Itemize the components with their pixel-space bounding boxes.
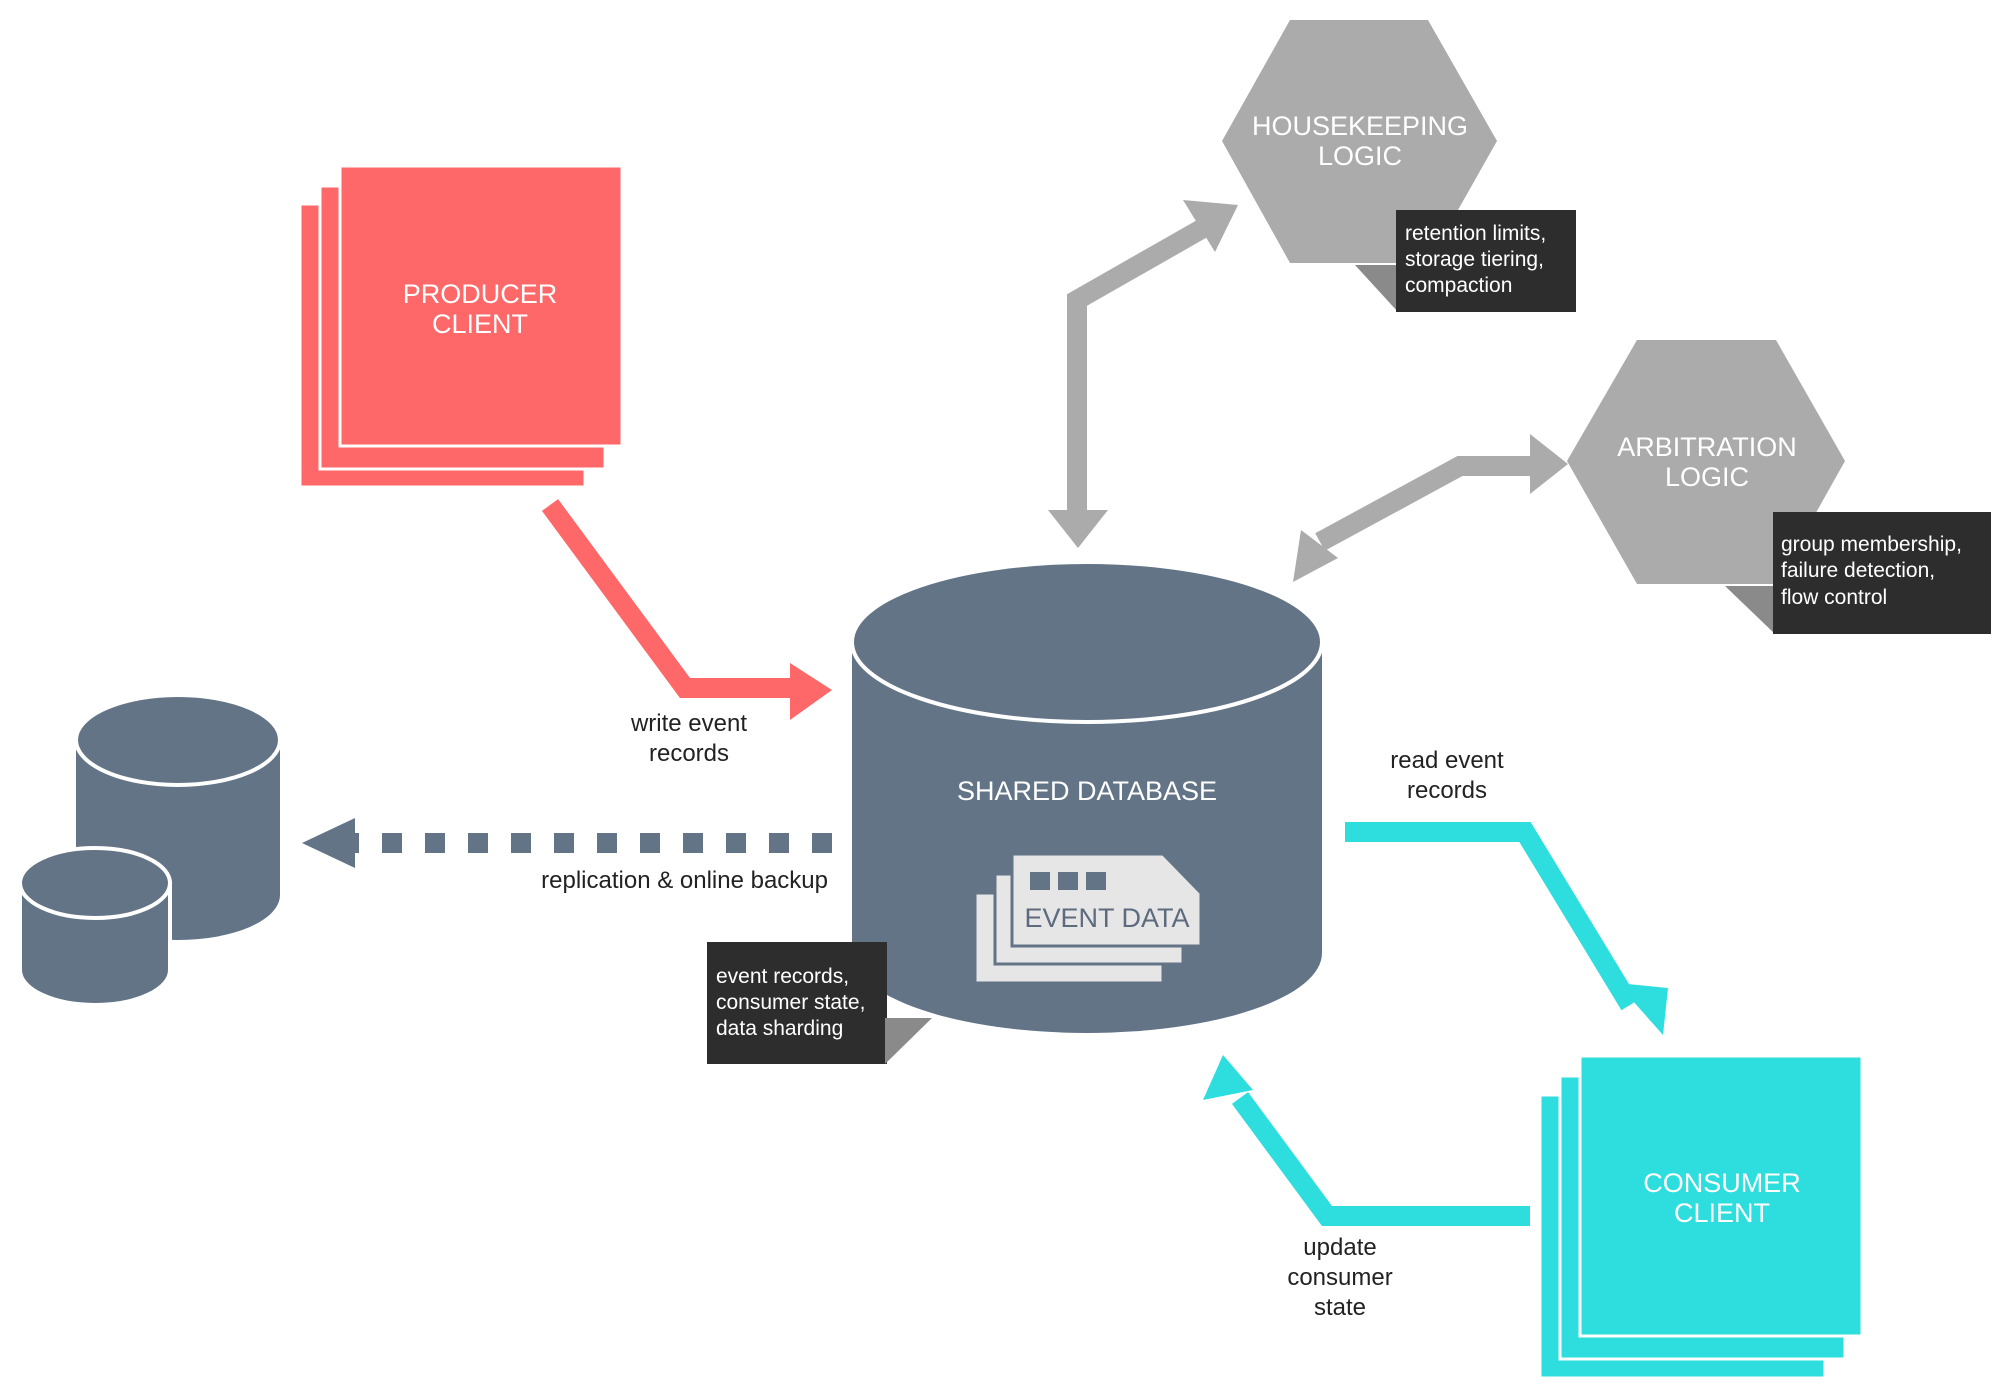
write-label-line1: write event <box>630 710 747 737</box>
database-body <box>852 642 1322 1033</box>
housekeeping-hexagon <box>1222 20 1497 263</box>
write-arrow <box>541 499 832 720</box>
database-top <box>850 560 1324 724</box>
consumer-label-line1: CONSUMER <box>1643 1168 1801 1198</box>
arbitration-note-line2: failure detection, <box>1781 559 1935 582</box>
housekeeping-note-line3: compaction <box>1405 274 1512 297</box>
producer-client-node[interactable]: PRODUCER CLIENT <box>298 164 624 489</box>
housekeeping-logic-node[interactable]: HOUSEKEEPING LOGIC <box>1222 20 1497 263</box>
database-label: SHARED DATABASE <box>957 776 1217 806</box>
read-arrow <box>1345 822 1668 1035</box>
housekeeping-note: retention limits, storage tiering, compa… <box>1355 210 1576 312</box>
arbitration-label-line1: ARBITRATION <box>1617 432 1797 462</box>
update-label-line3: state <box>1314 1294 1366 1321</box>
database-cylinders-icon[interactable] <box>18 693 282 1007</box>
producer-front-card <box>338 164 624 448</box>
arbitration-note: group membership, failure detection, flo… <box>1725 512 1991 634</box>
read-label-line2: records <box>1407 777 1487 804</box>
shared-database-node[interactable]: SHARED DATABASE EVENT DATA <box>850 560 1324 1033</box>
update-label-line2: consumer <box>1287 1264 1392 1291</box>
database-note-line1: event records, <box>716 965 849 988</box>
update-label-line1: update <box>1303 1234 1376 1261</box>
producer-label-line1: PRODUCER <box>403 279 558 309</box>
housekeeping-label-line2: LOGIC <box>1318 141 1402 171</box>
consumer-label-line2: CLIENT <box>1674 1198 1770 1228</box>
housekeeping-label-line1: HOUSEKEEPING <box>1252 111 1468 141</box>
arbitration-arrow <box>1293 434 1568 582</box>
write-label-line2: records <box>649 740 729 767</box>
event-data-icon: EVENT DATA <box>973 852 1203 985</box>
replication-label: replication & online backup <box>541 867 828 894</box>
update-arrow <box>1203 1055 1530 1226</box>
arbitration-note-line1: group membership, <box>1781 533 1962 556</box>
housekeeping-note-line2: storage tiering, <box>1405 248 1544 271</box>
arbitration-note-line3: flow control <box>1781 586 1887 609</box>
producer-label-line2: CLIENT <box>432 309 528 339</box>
arbitration-label-line2: LOGIC <box>1665 462 1749 492</box>
consumer-front-card <box>1578 1054 1864 1338</box>
housekeeping-note-line1: retention limits, <box>1405 222 1546 245</box>
database-note: event records, consumer state, data shar… <box>707 942 932 1064</box>
read-label-line1: read event <box>1390 747 1504 774</box>
housekeeping-arrow <box>1048 200 1238 548</box>
consumer-client-node[interactable]: CONSUMER CLIENT <box>1538 1054 1864 1380</box>
database-note-line3: data sharding <box>716 1017 843 1040</box>
event-data-label: EVENT DATA <box>1024 903 1189 933</box>
database-note-line2: consumer state, <box>716 991 865 1014</box>
replication-arrow <box>302 818 832 868</box>
